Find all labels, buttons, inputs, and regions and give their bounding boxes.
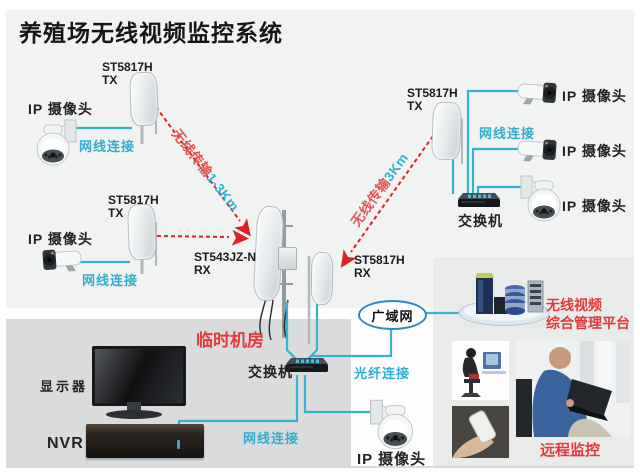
- photo-operator-desk: [452, 341, 509, 400]
- background-gap-band: [6, 308, 433, 319]
- dome-camera-icon: [520, 175, 561, 222]
- junction-box-icon: [278, 247, 297, 270]
- bullet-camera-icon: [42, 249, 82, 272]
- device-mode: RX: [194, 263, 211, 277]
- dome-camera-icon: [370, 399, 414, 450]
- dome-camera-icon: [36, 119, 77, 166]
- device-label-tx3: ST5817H TX: [407, 87, 458, 113]
- room-title: 临时机房: [196, 331, 264, 350]
- camera-label-ml: IP 摄像头: [28, 231, 93, 247]
- camera-label-tr1: IP 摄像头: [562, 88, 627, 104]
- camera-label-tr2: IP 摄像头: [562, 143, 627, 159]
- photo-remote-user-laptop: [516, 341, 630, 437]
- device-label-rx-main: ST543JZ-N RX: [194, 251, 256, 277]
- device-label-tx1: ST5817H TX: [102, 61, 153, 87]
- device-model: ST543JZ-N: [194, 250, 257, 264]
- wireless-bridge-rx-side-icon: [310, 251, 334, 306]
- nvr-icon: [86, 424, 204, 458]
- camera-label-tr3: IP 摄像头: [562, 198, 627, 214]
- device-model: ST5817H: [102, 60, 153, 74]
- bullet-camera-icon: [517, 82, 557, 105]
- bullet-camera-icon: [517, 139, 557, 162]
- device-model: ST5817H: [108, 193, 159, 207]
- cable-label-ml: 网线连接: [82, 273, 139, 288]
- device-mode: TX: [407, 99, 423, 113]
- monitor-icon: [92, 346, 186, 406]
- wan-cloud: 广域网: [358, 300, 427, 330]
- camera-label-tl: IP 摄像头: [28, 101, 93, 117]
- cable-label-tl: 网线连接: [79, 139, 136, 154]
- device-model: ST5817H: [407, 86, 458, 100]
- nvr-label: NVR: [47, 435, 84, 452]
- device-mode: TX: [108, 206, 124, 220]
- switch-icon: [286, 358, 328, 372]
- nvr-led: [177, 440, 180, 449]
- monitor-base: [106, 410, 162, 419]
- platform-label-line1: 无线视频: [546, 297, 602, 313]
- page-title: 养殖场无线视频监控系统: [19, 20, 283, 46]
- fiber-label: 光纤连接: [354, 366, 411, 381]
- platform-label-line2: 综合管理平台: [546, 315, 630, 331]
- monitor-label: 显示器: [40, 379, 89, 394]
- wan-label: 广域网: [371, 308, 414, 324]
- cable-label-room: 网线连接: [243, 431, 300, 446]
- device-mode: TX: [102, 73, 118, 87]
- switch-label-tr: 交换机: [458, 213, 503, 229]
- device-label-tx2: ST5817H TX: [108, 194, 159, 220]
- camera-label-access: IP 摄像头: [357, 451, 427, 468]
- photo-phone-hand: [452, 406, 509, 458]
- remote-monitor-label: 远程监控: [540, 442, 601, 459]
- device-label-rx-side: ST5817H RX: [354, 254, 405, 280]
- device-mode: RX: [354, 266, 371, 280]
- cable-label-tr: 网线连接: [479, 126, 536, 141]
- device-model: ST5817H: [354, 253, 405, 267]
- switch-label-room: 交换机: [248, 364, 293, 380]
- monitor-stand: [127, 402, 141, 412]
- switch-icon: [458, 193, 500, 207]
- server-cluster-icon: [458, 273, 550, 326]
